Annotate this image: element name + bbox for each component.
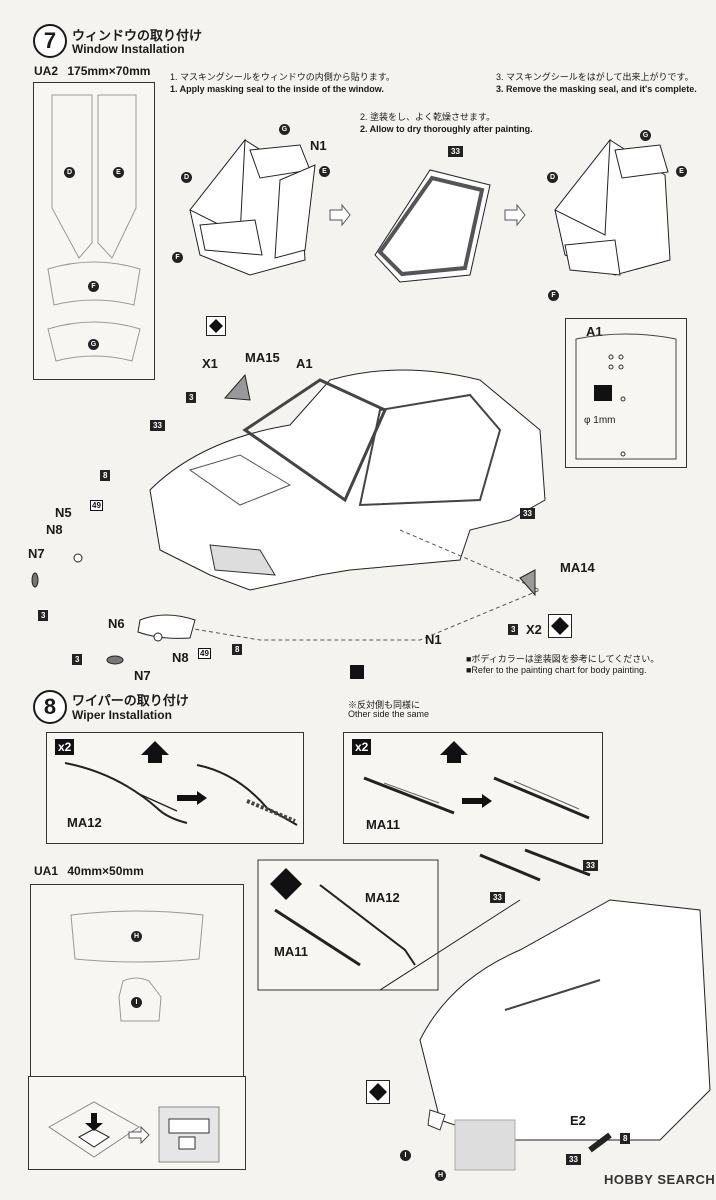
- part-n8-b: N8: [172, 650, 189, 665]
- paint-33-b: 33: [520, 508, 535, 519]
- painting-note-jp: ■ボディカラーは塗装図を参考にしてください。: [466, 654, 660, 664]
- wiper-seal-label-i: I: [400, 1150, 411, 1161]
- wiper-part-ma12-b: MA12: [365, 890, 400, 905]
- diagram3-label-d: D: [547, 172, 558, 183]
- seal-label-f: F: [88, 281, 99, 292]
- diagram1-part-n1: N1: [310, 138, 327, 153]
- part-n5: N5: [55, 505, 72, 520]
- paint-33-d: 33: [583, 860, 598, 871]
- paint-chart-icon: [350, 665, 364, 679]
- paint-3-a: 3: [186, 392, 197, 403]
- seal-label-g: G: [88, 339, 99, 350]
- ua1-size: 40mm×50mm: [67, 864, 144, 878]
- both-sides-icon-3: [366, 1080, 390, 1104]
- mask-application-drawing: [48, 1101, 220, 1163]
- step-8-title-jp: ワイパーの取り付け: [72, 693, 189, 708]
- diagram1-label-g: G: [279, 124, 290, 135]
- both-sides-icon-2: [548, 614, 572, 638]
- step-7-title-jp: ウィンドウの取り付け: [72, 28, 203, 43]
- part-n8-a: N8: [46, 522, 63, 537]
- seal-label-e: E: [113, 167, 124, 178]
- diagram1-label-d: D: [181, 172, 192, 183]
- part-n6: N6: [108, 616, 125, 631]
- a1-detail-drawing: [575, 333, 677, 460]
- instruction-3-jp: 3. マスキングシールをはがして出来上がりです。: [496, 72, 694, 82]
- diagram3-label-f: F: [548, 290, 559, 301]
- seal-label-h: H: [131, 931, 142, 942]
- wiper-box-ma11: x2 MA11: [343, 732, 603, 844]
- qty-badge-a: x2: [55, 739, 75, 755]
- wiper-part-ma12-a: MA12: [67, 815, 102, 830]
- ua2-seal-outlines: [47, 94, 141, 362]
- part-ma15: MA15: [245, 350, 280, 365]
- part-ma14: MA14: [560, 560, 595, 575]
- paint-49-b: 49: [198, 648, 211, 659]
- seal-label-i: I: [131, 997, 142, 1008]
- ua2-masking-sheet: D E F G: [33, 82, 155, 380]
- step-8-title-en: Wiper Installation: [72, 708, 172, 722]
- wiper-part-ma11-a: MA11: [366, 817, 400, 832]
- instruction-2-en: 2. Allow to dry thoroughly after paintin…: [360, 124, 533, 134]
- instruction-1-en: 1. Apply masking seal to the inside of t…: [170, 84, 384, 94]
- diagram1-label-e: E: [319, 166, 330, 177]
- paint-3-c: 3: [508, 624, 519, 635]
- paint-33-a: 33: [150, 420, 165, 431]
- part-x2: X2: [526, 622, 542, 637]
- a1-detail-dim: φ 1mm: [584, 415, 616, 426]
- part-e2: E2: [570, 1113, 586, 1128]
- instruction-1-jp: 1. マスキングシールをウィンドウの内側から貼ります。: [170, 72, 395, 82]
- paint-49-a: 49: [90, 500, 103, 511]
- step-7-title-en: Window Installation: [72, 42, 185, 56]
- diagram1-label-f: F: [172, 252, 183, 263]
- ua2-sheet-label: UA2 175mm×70mm: [34, 64, 150, 78]
- part-n7-a: N7: [28, 546, 45, 561]
- paint-33-e: 33: [566, 1154, 581, 1165]
- ua2-size: 175mm×70mm: [67, 64, 151, 78]
- part-n1-body: N1: [425, 632, 442, 647]
- diagram3-label-e: E: [676, 166, 687, 177]
- ua1-seal-outlines: [70, 910, 204, 1022]
- paint-3-d: 3: [72, 654, 83, 665]
- wiper-box-ma12: x2 MA12: [46, 732, 304, 844]
- both-sides-icon-1: [206, 316, 226, 336]
- instruction-3-en: 3. Remove the masking seal, and it's com…: [496, 84, 697, 94]
- step-8-number: 8: [33, 690, 67, 724]
- ua1-label: UA1: [34, 864, 59, 878]
- watermark-credit: HOBBY SEARCH: [604, 1172, 716, 1187]
- seal-label-d: D: [64, 167, 75, 178]
- wiper-part-ma11-b: MA11: [274, 944, 308, 959]
- part-n7-b: N7: [134, 668, 151, 683]
- car-front-diagram: [257, 848, 711, 1171]
- diagram2-part-33: 33: [448, 146, 463, 157]
- masking-diagrams: [189, 138, 671, 283]
- paint-8-b: 8: [232, 644, 243, 655]
- paint-3-b: 3: [38, 610, 49, 621]
- ma11-drawing: [363, 741, 590, 820]
- part-x1: X1: [202, 356, 218, 371]
- qty-badge-b: x2: [352, 739, 372, 755]
- ua1-sheet-label: UA1 40mm×50mm: [34, 864, 144, 878]
- step-7-number: 7: [33, 24, 67, 58]
- wiper-seal-label-h: H: [435, 1170, 446, 1181]
- ua1-masking-sheet: H I: [30, 884, 244, 1082]
- a1-detail-box: A1 φ 1mm: [565, 318, 687, 468]
- instruction-2-jp: 2. 塗装をし、よく乾燥させます。: [360, 112, 496, 122]
- other-side-en: Other side the same: [348, 709, 430, 719]
- paint-8-c: 8: [620, 1133, 631, 1144]
- other-side-jp: ※反対側も同様に: [348, 700, 421, 710]
- ma12-drawing: [64, 741, 298, 826]
- paint-8-a: 8: [100, 470, 111, 481]
- ua2-label: UA2: [34, 64, 59, 78]
- car-body-diagram: [31, 369, 546, 665]
- part-a1: A1: [296, 356, 313, 371]
- paint-33-c: 33: [490, 892, 505, 903]
- mask-application-box: [28, 1076, 246, 1170]
- diagram3-label-g: G: [640, 130, 651, 141]
- painting-note-en: ■Refer to the painting chart for body pa…: [466, 665, 647, 675]
